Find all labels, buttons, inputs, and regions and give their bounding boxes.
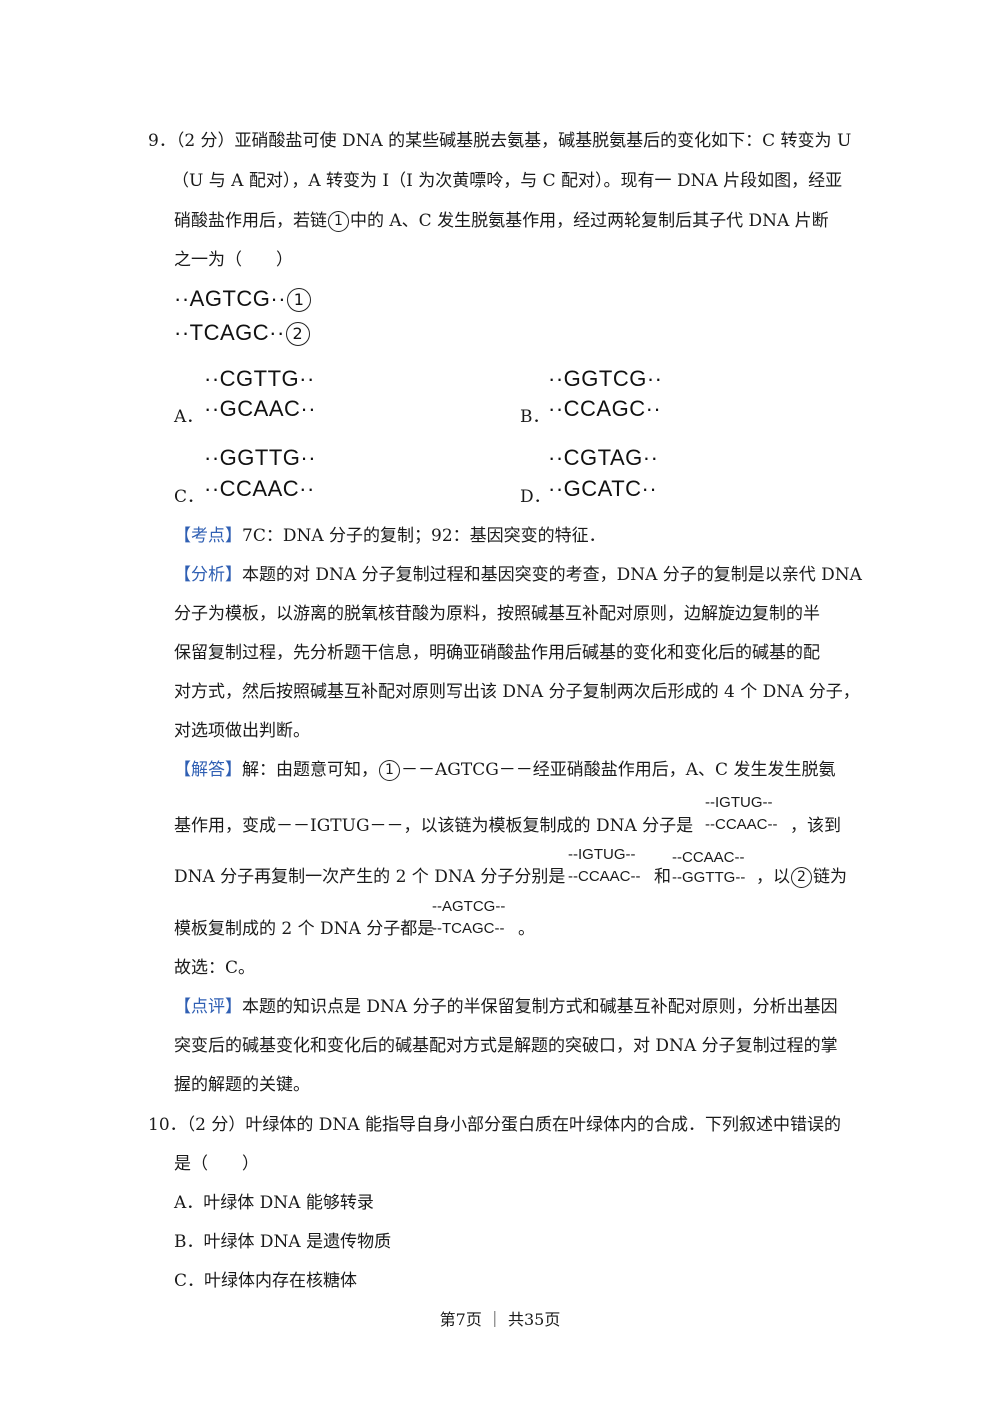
circled-number-1: 1 bbox=[287, 288, 312, 312]
page-footer: 第7页 ｜ 共35页 bbox=[439, 1310, 561, 1329]
figure-strand-1: ··AGTCG··1 bbox=[174, 286, 312, 312]
figure-strand-2: ··TCAGC··2 bbox=[174, 320, 311, 346]
option-b-bottom: ··CCAGC·· bbox=[548, 396, 662, 421]
q10-option-b: B．叶绿体 DNA 是遗传物质 bbox=[174, 1232, 392, 1252]
dianping-tag: 【点评】 bbox=[174, 997, 242, 1017]
jieda-dna3-top: --AGTCG-- bbox=[432, 898, 506, 915]
jieda-dna1-top: --IGTUG-- bbox=[568, 846, 636, 863]
fenxi-line5: 对选项做出判断。 bbox=[174, 721, 310, 741]
jieda-dna2-top: --CCAAC-- bbox=[672, 849, 745, 866]
option-c-top: ··GGTTG·· bbox=[204, 445, 317, 470]
fenxi-line4: 对方式，然后按照碱基互补配对原则写出该 DNA 分子复制两次后形成的 4 个 D… bbox=[174, 682, 860, 702]
option-d-label: D． bbox=[520, 487, 551, 507]
option-b-top: ··GGTCG·· bbox=[548, 366, 663, 391]
option-a-label: A． bbox=[174, 407, 204, 427]
fenxi-line3: 保留复制过程，先分析题干信息，明确亚硝酸盐作用后碱基的变化和变化后的碱基的配 bbox=[174, 643, 820, 663]
option-a-top: ··CGTTG·· bbox=[204, 366, 315, 391]
jieda-line2b: ，该到 bbox=[790, 816, 841, 836]
option-c-bottom: ··CCAAC·· bbox=[204, 476, 315, 501]
circled-number-2: 2 bbox=[791, 867, 812, 888]
circled-number-1: 1 bbox=[379, 760, 400, 781]
jieda-dna1-bottom: --CCAAC-- bbox=[568, 868, 641, 885]
q10-stem-line1: 10．（2 分）叶绿体的 DNA 能指导自身小部分蛋白质在叶绿体内的合成．下列叙… bbox=[148, 1115, 841, 1135]
jieda-line2a: 基作用，变成－－IGTUG－－，以该链为模板复制成的 DNA 分子是 bbox=[174, 816, 694, 836]
jieda-line4a: 模板复制成的 2 个 DNA 分子都是 bbox=[174, 919, 435, 939]
dianping-line3: 握的解题的关键。 bbox=[174, 1075, 310, 1095]
kaodian-tag: 【考点】 bbox=[174, 526, 242, 546]
jieda-dna3-bottom: --TCAGC-- bbox=[432, 920, 505, 937]
q10-option-a: A．叶绿体 DNA 能够转录 bbox=[174, 1193, 374, 1213]
q9-stem-line2: （U 与 A 配对），A 转变为 I（I 为次黄嘌呤，与 C 配对）。现有一 D… bbox=[172, 171, 843, 191]
circled-number-1: 1 bbox=[328, 211, 349, 232]
q10-option-c: C．叶绿体内存在核糖体 bbox=[174, 1271, 358, 1291]
option-d-top: ··CGTAG·· bbox=[548, 445, 659, 470]
jieda-line4b: 。 bbox=[518, 919, 535, 939]
jieda-line3a: DNA 分子再复制一次产生的 2 个 DNA 分子分别是 bbox=[174, 867, 566, 887]
jieda-tag: 【解答】 bbox=[174, 760, 242, 780]
dianping-line2: 突变后的碱基变化和变化后的碱基配对方式是解题的突破口，对 DNA 分子复制过程的… bbox=[174, 1036, 838, 1056]
q9-stem-line1: 9．（2 分）亚硝酸盐可使 DNA 的某些碱基脱去氨基，碱基脱氨基后的变化如下：… bbox=[148, 131, 852, 151]
circled-number-2: 2 bbox=[285, 322, 310, 346]
q10-stem-line2: 是（ ） bbox=[174, 1154, 259, 1174]
answer-line: 故选：C。 bbox=[174, 958, 256, 978]
kaodian-line: 【考点】7C：DNA 分子的复制；92：基因突变的特征． bbox=[174, 526, 606, 546]
option-c-label: C． bbox=[174, 487, 205, 507]
q9-stem-line4: 之一为（ ） bbox=[174, 250, 293, 270]
dianping-line1: 【点评】本题的知识点是 DNA 分子的半保留复制方式和碱基互补配对原则，分析出基… bbox=[174, 997, 838, 1017]
option-d-bottom: ··GCATC·· bbox=[548, 476, 658, 501]
fenxi-line2: 分子为模板，以游离的脱氧核苷酸为原料，按照碱基互补配对原则，边解旋边复制的半 bbox=[174, 604, 820, 624]
jieda-dna-top: --IGTUG-- bbox=[705, 794, 773, 811]
fenxi-line1: 【分析】本题的对 DNA 分子复制过程和基因突变的考查，DNA 分子的复制是以亲… bbox=[174, 565, 862, 585]
option-a-bottom: ··GCAAC·· bbox=[204, 396, 317, 421]
fenxi-tag: 【分析】 bbox=[174, 565, 242, 585]
option-b-label: B． bbox=[520, 407, 550, 427]
jieda-dna-bottom: --CCAAC-- bbox=[705, 816, 778, 833]
jieda-line3-and: 和 bbox=[654, 867, 671, 887]
jieda-dna2-bottom: --GGTTG-- bbox=[672, 869, 746, 886]
jieda-line1: 【解答】解：由题意可知，1－－AGTCG－－经亚硝酸盐作用后，A、C 发生发生脱… bbox=[174, 760, 836, 781]
